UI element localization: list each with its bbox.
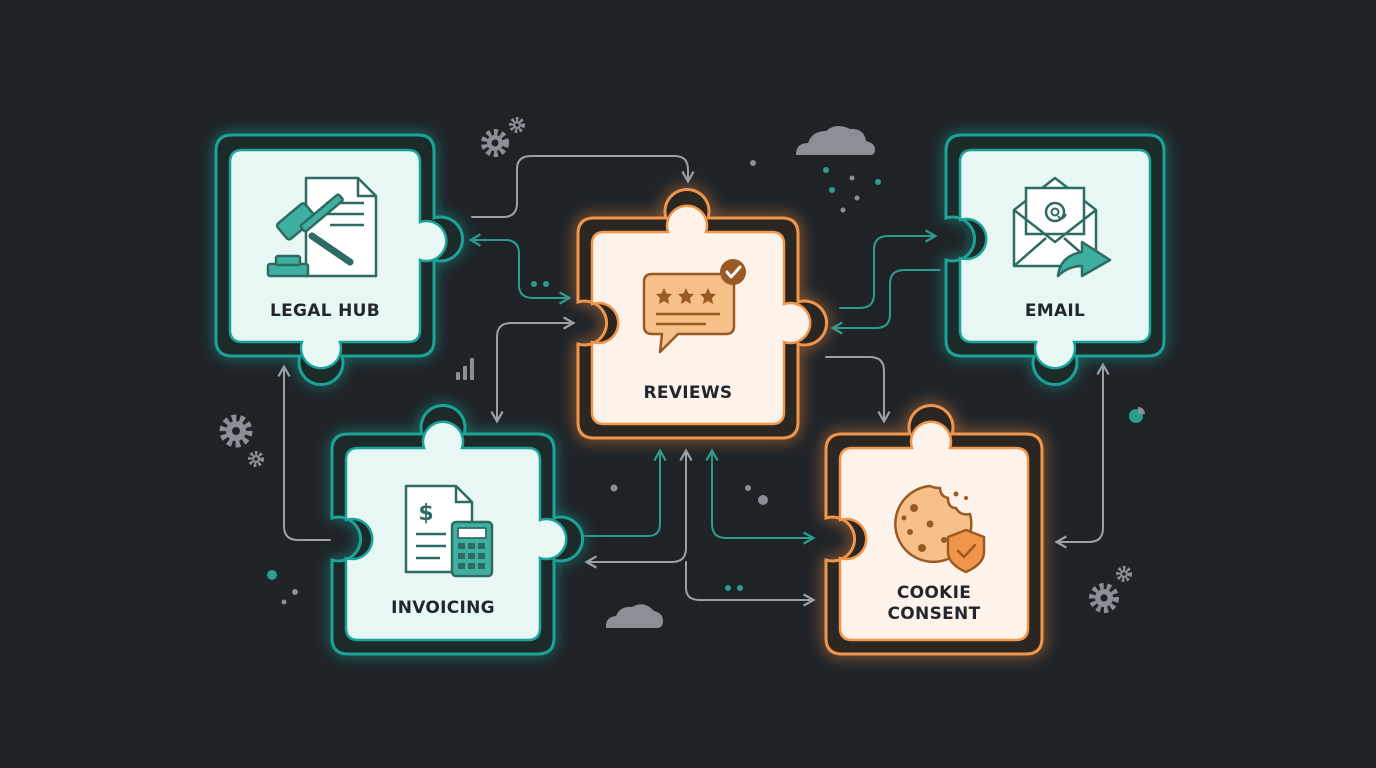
connector-reviews-cookie-teal xyxy=(705,448,816,545)
dot xyxy=(849,175,855,181)
gear-icon xyxy=(1116,566,1132,582)
gear-icon xyxy=(219,414,253,448)
bar-chart-icon xyxy=(456,358,474,380)
dot xyxy=(737,585,743,591)
dot xyxy=(750,160,756,166)
piece-cookie-consent-label-line1: COOKIE xyxy=(897,583,971,603)
dot xyxy=(725,585,731,591)
piece-reviews[interactable]: REVIEWS xyxy=(576,187,829,440)
dot xyxy=(531,281,537,287)
connector-email-cookie xyxy=(1054,362,1110,549)
piece-reviews-label: REVIEWS xyxy=(644,383,733,403)
cookie-shield-icon xyxy=(894,484,986,574)
dot xyxy=(829,187,835,193)
gavel-document-icon xyxy=(266,176,378,278)
connector-email-reviews-bottom xyxy=(830,269,941,335)
dot xyxy=(610,484,618,492)
dot xyxy=(281,599,287,605)
piece-legal-hub[interactable]: LEGAL HUB xyxy=(214,133,465,387)
piece-legal-hub-label: LEGAL HUB xyxy=(270,301,380,321)
envelope-at-icon xyxy=(1012,176,1112,278)
connector-invoicing-to-reviews xyxy=(490,316,576,424)
dot xyxy=(823,167,829,173)
connector-invoicing-reviews-teal xyxy=(583,448,667,537)
dot xyxy=(267,570,277,580)
svg-text:$: $ xyxy=(418,501,433,526)
piece-invoicing[interactable]: $ INVOICING xyxy=(330,403,585,656)
connector-legal-reviews-middle xyxy=(468,233,572,305)
piece-cookie-consent[interactable]: COOKIE CONSENT xyxy=(824,403,1044,656)
pie-chart-icon xyxy=(1129,407,1145,423)
connector-email-reviews-top xyxy=(839,229,938,309)
piece-email-label: EMAIL xyxy=(1025,301,1085,321)
dot xyxy=(543,281,549,287)
piece-email[interactable]: EMAIL xyxy=(944,133,1166,387)
connectors xyxy=(277,155,1110,607)
gear-icon xyxy=(481,129,509,157)
review-stars-chat-icon xyxy=(642,259,746,354)
dot xyxy=(758,495,768,505)
connector-reviews-invoicing-grey xyxy=(584,448,693,569)
cloud-icon xyxy=(796,125,875,155)
piece-invoicing-label: INVOICING xyxy=(391,598,495,618)
invoice-calculator-icon: $ xyxy=(404,484,494,578)
connector-reviews-to-cookie-right xyxy=(825,356,891,424)
dot xyxy=(854,195,860,201)
dot xyxy=(875,179,881,185)
dot xyxy=(840,207,846,213)
decorations xyxy=(219,117,1145,628)
cloud-icon xyxy=(605,604,663,628)
dot xyxy=(292,589,298,595)
connector-legal-to-reviews-top xyxy=(471,155,695,218)
dot xyxy=(745,485,751,491)
connector-reviews-to-cookie-bottom xyxy=(685,561,816,607)
gear-icon xyxy=(248,451,264,467)
piece-cookie-consent-label-line2: CONSENT xyxy=(888,604,981,624)
gear-icon xyxy=(1089,583,1119,613)
connector-invoicing-to-legal xyxy=(277,364,331,541)
gear-icon xyxy=(509,117,525,133)
